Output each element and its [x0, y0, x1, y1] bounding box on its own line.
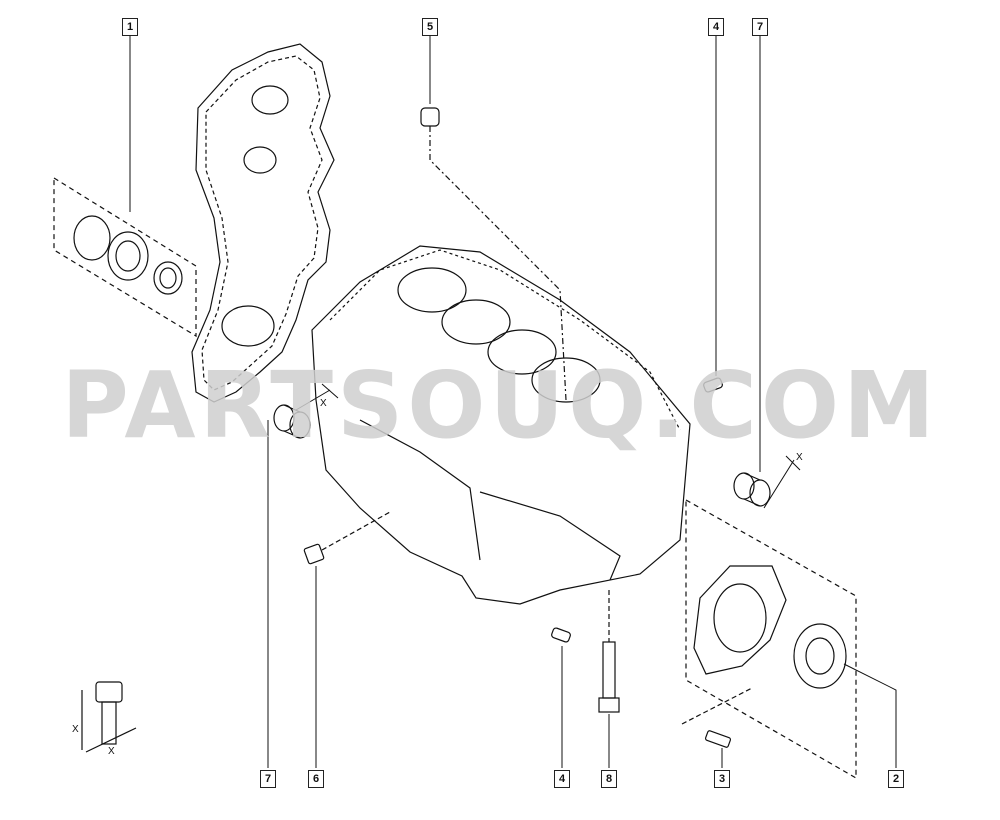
bolt-3 — [681, 687, 753, 748]
plug-5 — [420, 107, 567, 401]
dowel-bottom — [551, 627, 571, 643]
callout-8: 8 — [601, 770, 617, 788]
legend-x-label-vertical: X — [72, 724, 79, 735]
callout-1: 1 — [122, 18, 138, 36]
callout-5: 5 — [422, 18, 438, 36]
callout-4-top: 4 — [708, 18, 724, 36]
dimension-marks — [295, 383, 801, 509]
legend-x-label-horizontal: X — [108, 746, 115, 757]
legend-bolt — [81, 681, 137, 753]
crank-seal-parts — [73, 215, 183, 295]
bushing-left — [273, 404, 311, 439]
rear-housing-outline — [685, 498, 857, 780]
seal-assembly-outline — [53, 176, 197, 338]
callout-4-bottom: 4 — [554, 770, 570, 788]
callout-7-top: 7 — [752, 18, 768, 36]
rear-seal-housing — [693, 565, 847, 689]
callout-7-bottom: 7 — [260, 770, 276, 788]
dimension-x-label-left: X — [320, 398, 327, 409]
callout-6: 6 — [308, 770, 324, 788]
timing-cover — [191, 43, 335, 403]
bushing-right — [733, 472, 771, 507]
callout-2: 2 — [888, 770, 904, 788]
dowel-top — [703, 377, 723, 393]
dimension-x-label-right: X — [796, 452, 803, 463]
bolt-6 — [303, 511, 391, 565]
engine-block — [311, 245, 691, 605]
leader-lines — [129, 32, 897, 768]
bolt-8 — [598, 590, 620, 713]
callout-3: 3 — [714, 770, 730, 788]
